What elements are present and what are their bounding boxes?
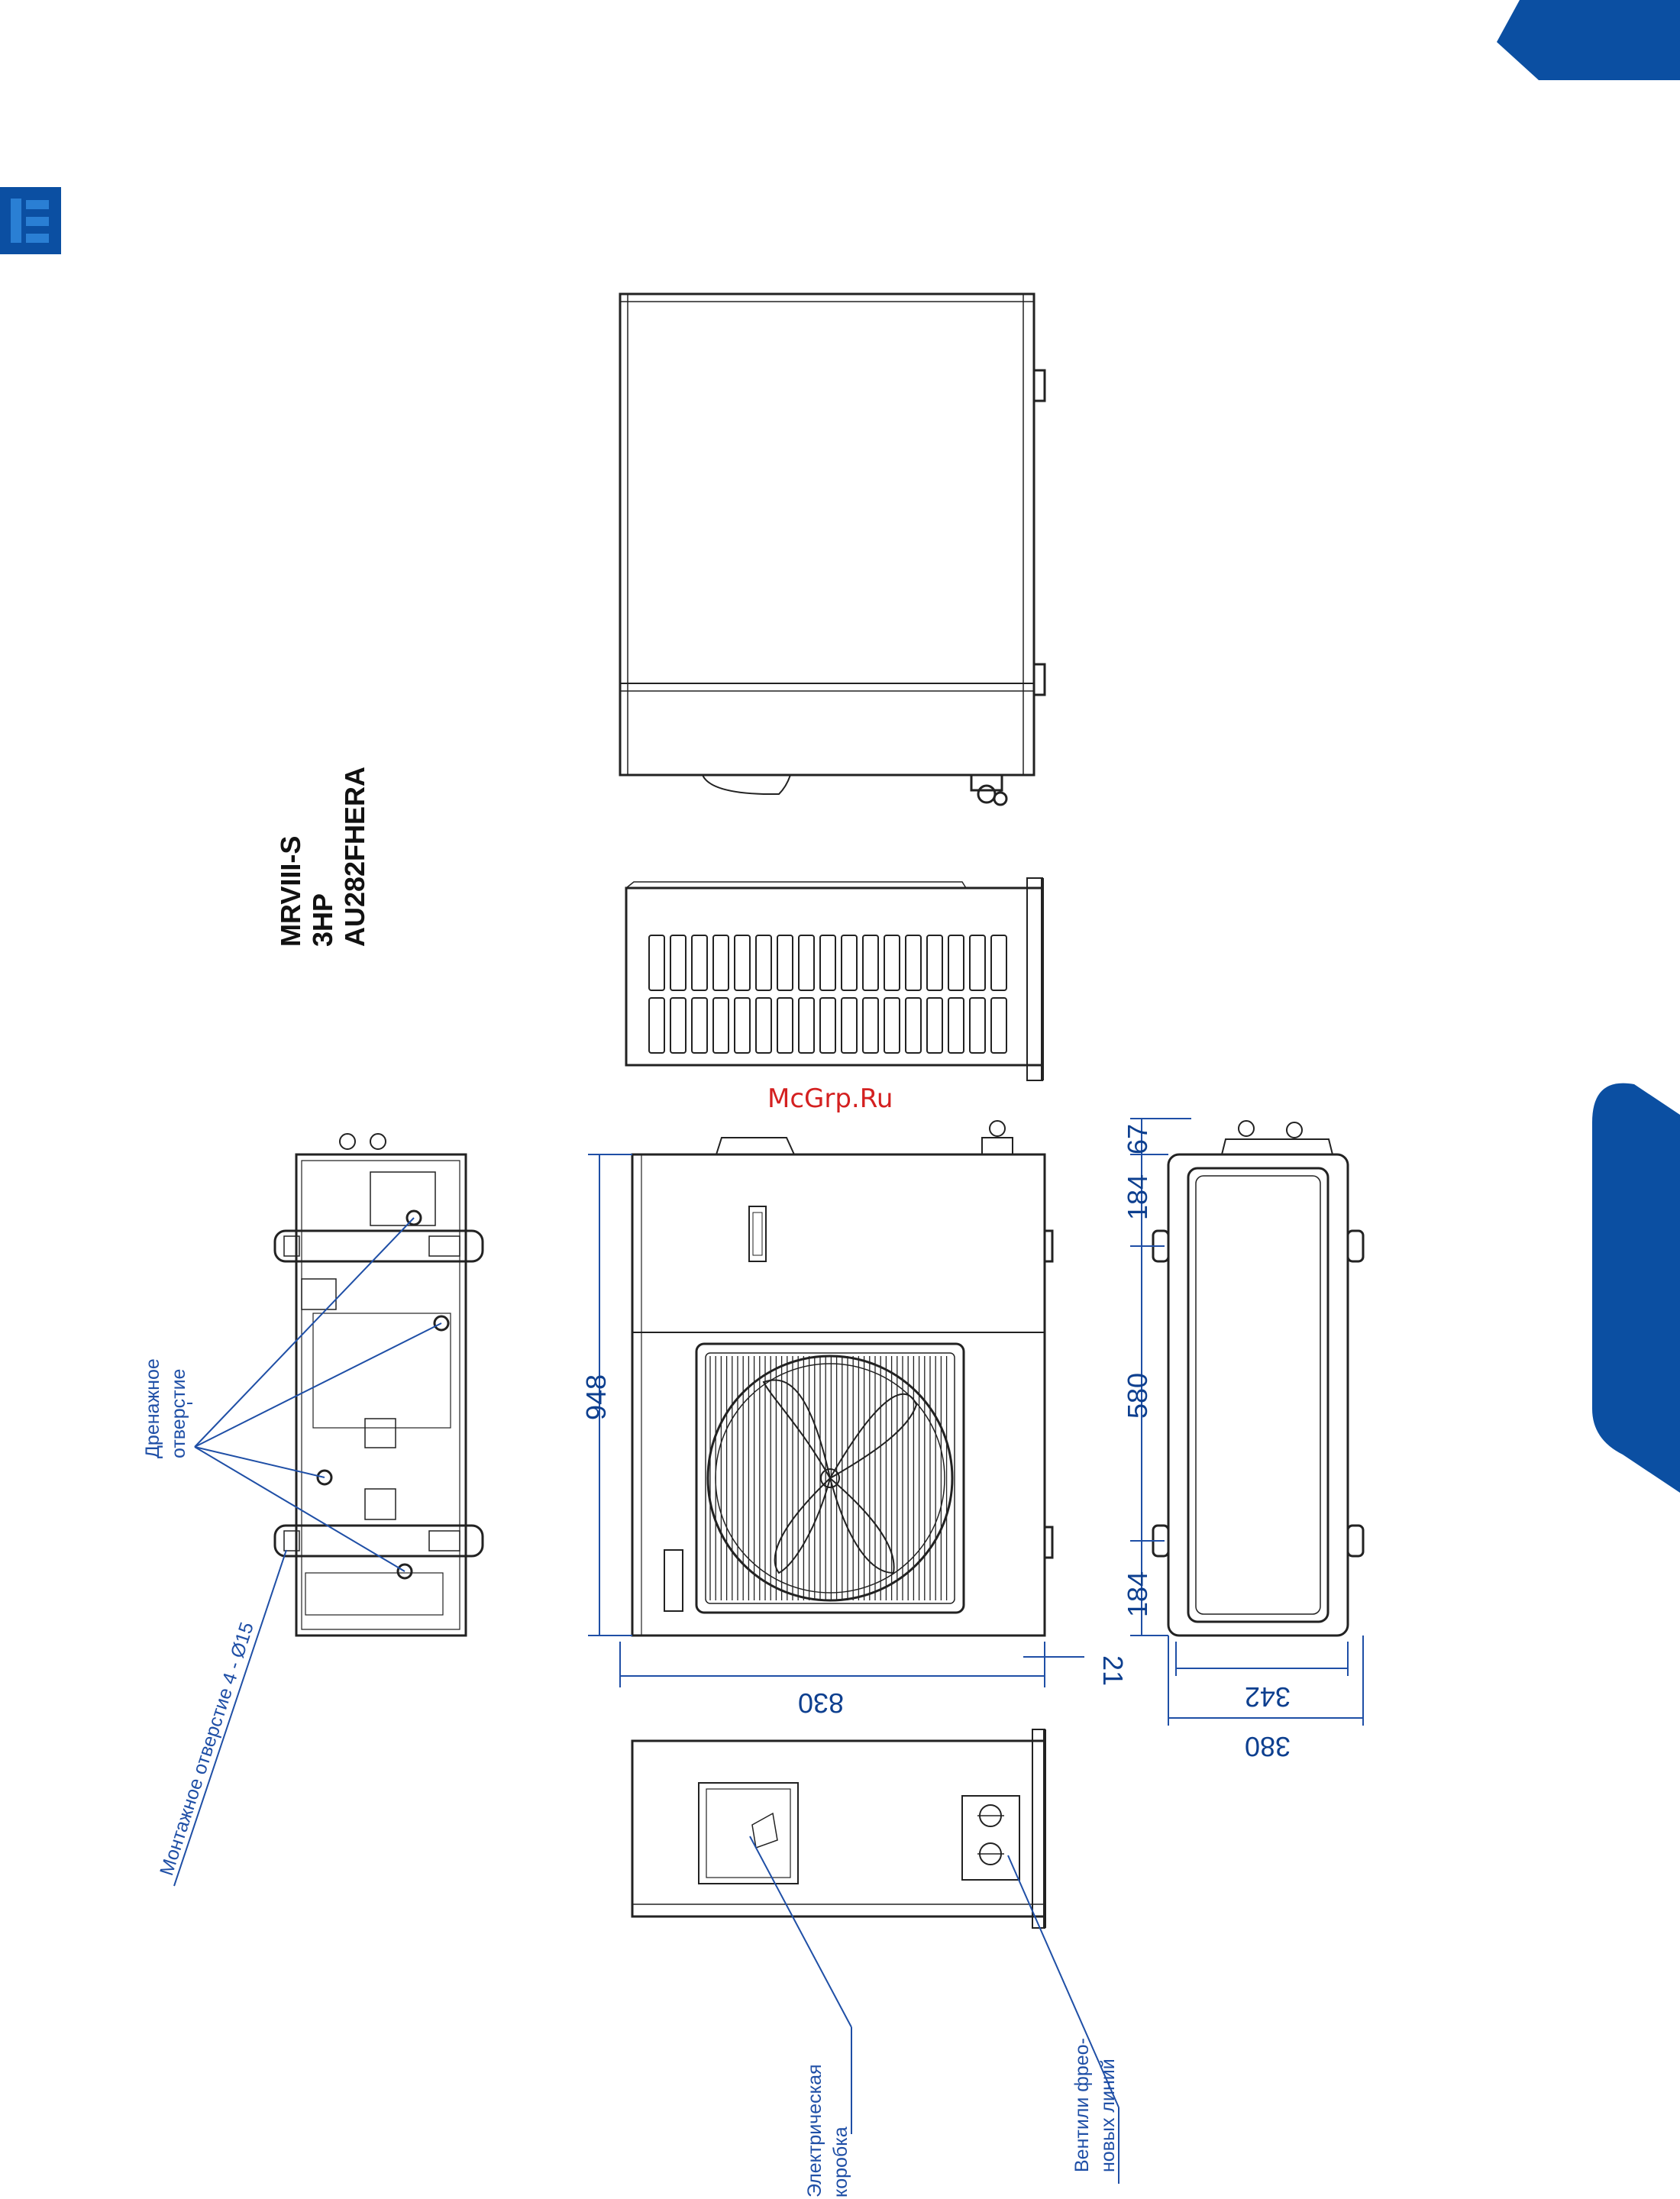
grille-slot (863, 998, 878, 1053)
front-view (632, 1121, 1052, 1636)
dim-seg-top: 184 (1122, 1174, 1153, 1220)
grille-slot (713, 935, 729, 990)
grille-slot (735, 935, 750, 990)
mounting-hole-label: Монтажное отверстие 4 - Ø15 (156, 1619, 258, 1878)
dim-height: 948 (580, 1374, 612, 1420)
grille-slot (756, 998, 771, 1053)
grille-slot (970, 998, 985, 1053)
grille-slot (670, 998, 686, 1053)
grille-slot (799, 935, 814, 990)
electrical-box-label-line1: Электрическая (804, 2064, 825, 2197)
grille-slot (777, 935, 793, 990)
model-code: AU282FHERA (339, 767, 370, 947)
back-view (626, 878, 1042, 1080)
grille-slot (713, 998, 729, 1053)
dim-inner-depth: 342 (1245, 1681, 1291, 1713)
drain-label-line1: Дренажное (142, 1358, 163, 1458)
grille-slot (692, 935, 707, 990)
grille-slot (820, 998, 835, 1053)
section-tab-glyph (11, 199, 49, 243)
grille-slot (948, 998, 964, 1053)
grille-slot (777, 998, 793, 1053)
grille-slot (799, 998, 814, 1053)
valves-label-line2: новых линий (1097, 2059, 1119, 2172)
grille-slot (820, 935, 835, 990)
grille-slot (991, 935, 1006, 990)
grille-slot (906, 935, 921, 990)
dim-offset: 21 (1097, 1655, 1129, 1686)
model-capacity: 3HP (307, 893, 338, 947)
model-series: MRVIII-S (275, 836, 306, 947)
grille-slot (863, 935, 878, 990)
valves-label-line1: Вентили фрео- (1071, 2038, 1093, 2172)
top-view (620, 294, 1045, 805)
base-view (275, 1134, 483, 1636)
grille-slot (884, 998, 900, 1053)
leader-lines (174, 1218, 1119, 2184)
grille-slot (842, 935, 857, 990)
grille-slot (692, 998, 707, 1053)
dim-outer-depth: 380 (1245, 1731, 1291, 1762)
grille-slot (649, 998, 664, 1053)
grille-slot (906, 998, 921, 1053)
dim-top-offset: 67 (1122, 1124, 1153, 1154)
drain-label-line2: отверстие (168, 1369, 189, 1458)
dim-seg-mid: 580 (1122, 1373, 1153, 1419)
electrical-box-label-line2: коробка (830, 2126, 851, 2197)
grille-slot (842, 998, 857, 1053)
grille-slot (884, 935, 900, 990)
grille-slot (670, 935, 686, 990)
side-view (632, 1729, 1045, 1928)
grille-slot (948, 935, 964, 990)
grille-slot (927, 998, 942, 1053)
grille-slot (649, 935, 664, 990)
corner-tab (1497, 0, 1680, 80)
grille-slot (756, 935, 771, 990)
grille-slot (735, 998, 750, 1053)
grille-slot (927, 935, 942, 990)
grille-slot (970, 935, 985, 990)
watermark: McGrp.Ru (767, 1083, 893, 1114)
grille-slot (991, 998, 1006, 1053)
dim-width: 830 (798, 1687, 844, 1719)
side-tab (1592, 1083, 1680, 1493)
dim-seg-bottom: 184 (1122, 1571, 1153, 1617)
plan-view (1153, 1121, 1363, 1636)
